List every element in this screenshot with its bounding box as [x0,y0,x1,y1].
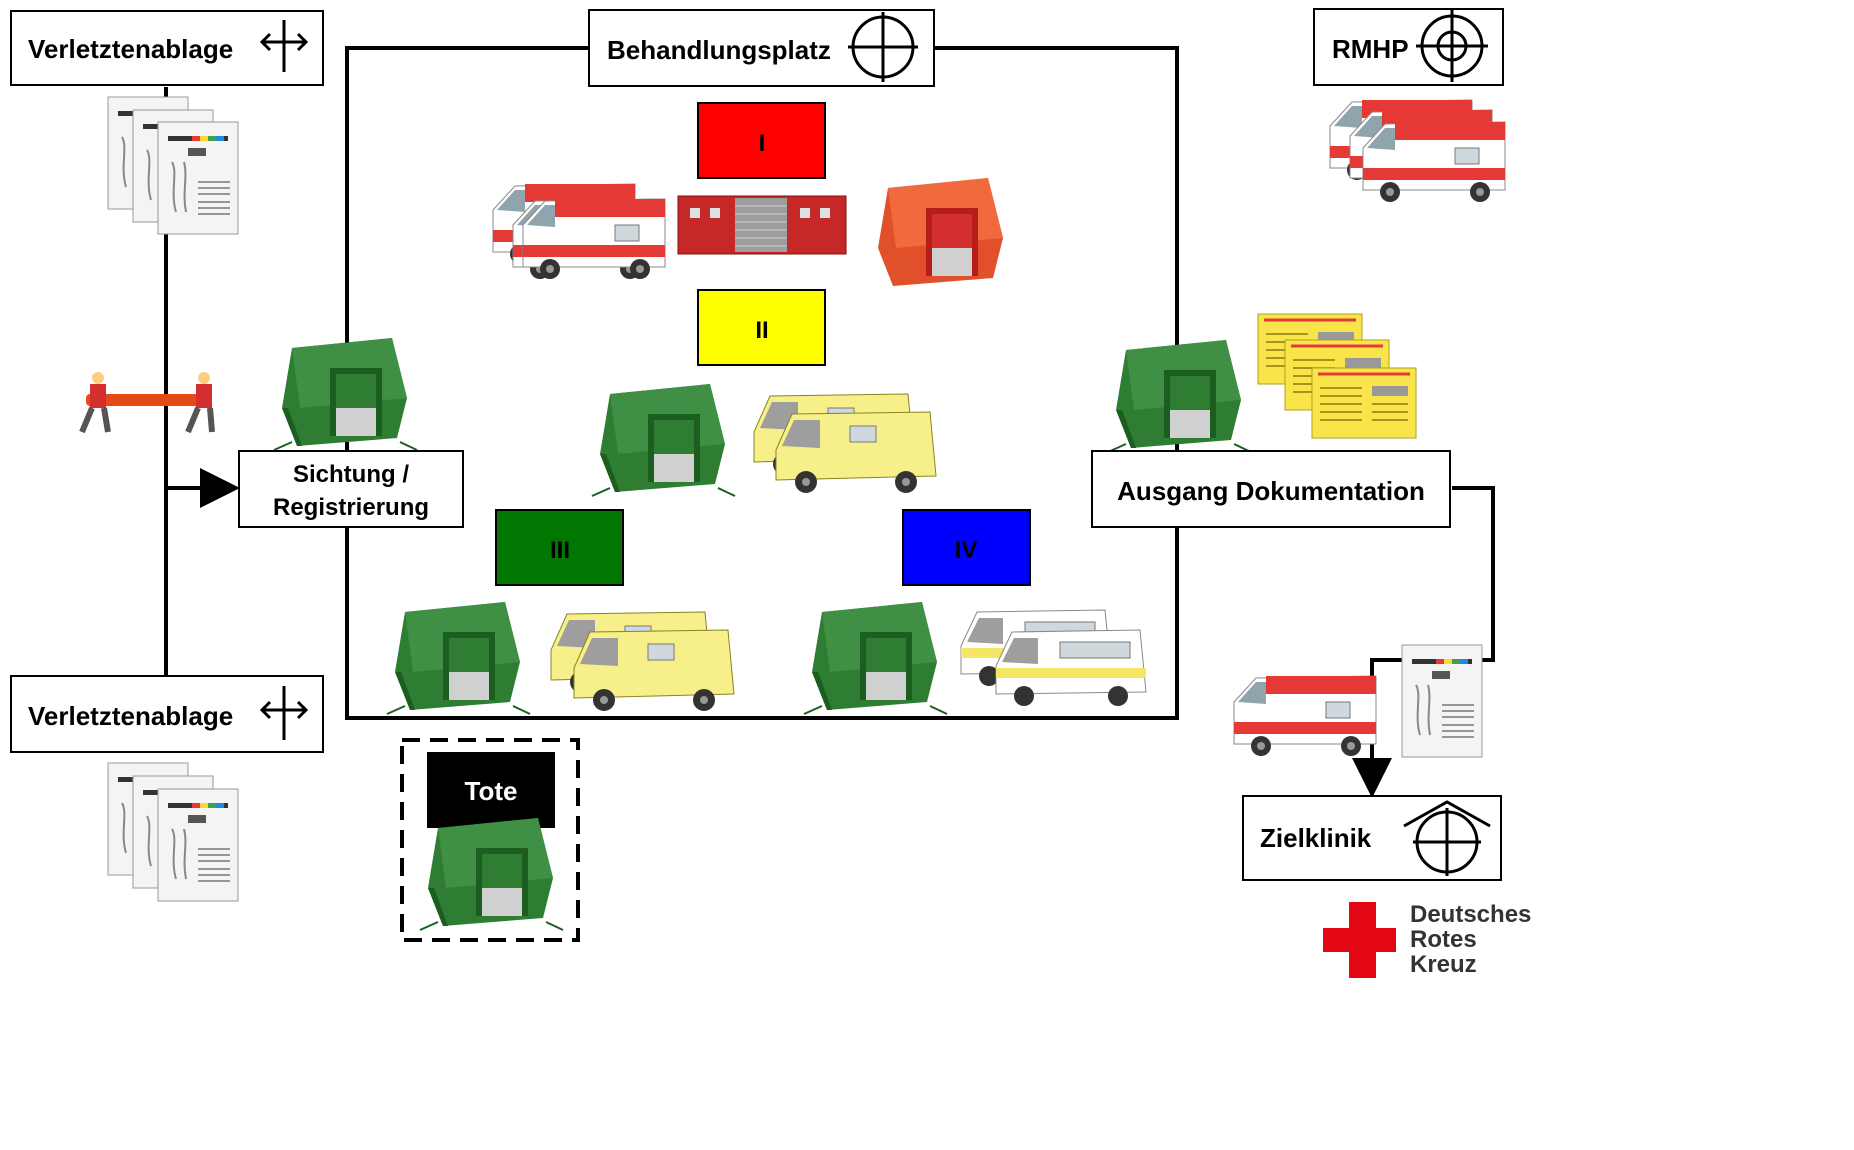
triage-i-fill [697,102,826,179]
verletztenablage-bottom-label: Verletztenablage [28,701,233,731]
crosshair-circle-icon [848,12,918,82]
yellow-documentation-card-icon [1256,312,1418,440]
zielklinik-label: Zielklinik [1260,823,1372,853]
drk-logo: Deutsches Rotes Kreuz [1323,901,1531,978]
triage-cards-top [107,96,239,235]
logo-line1: Deutsches [1410,901,1531,928]
triage-category-iv: IV [902,509,1031,586]
behandlungsplatz-label: Behandlungsplatz [607,35,831,65]
behandlungsplatz-border [345,46,1179,720]
verletztenablage-bottom-box[interactable]: Verletztenablage [10,675,324,753]
green-tent-icon [803,601,948,715]
green-tent-icon [419,817,564,931]
verletztenablage-top-label: Verletztenablage [28,34,233,64]
green-tent-icon [273,337,418,451]
sichtung-label-line2: Registrierung [273,494,429,521]
triage-category-i: I [697,102,826,179]
red-ambulance-icon [492,183,666,280]
yellow-van-icon [753,393,937,494]
red-ambulance-icon [1233,675,1377,757]
zielklinik-box[interactable]: Zielklinik [1242,795,1502,881]
ausgang-label: Ausgang Dokumentation [1117,476,1425,506]
stretcher-bearers-icon [79,372,215,434]
triage-card-icon [1401,644,1483,758]
tote-box[interactable]: Tote [427,752,555,828]
ausgang-box[interactable]: Ausgang Dokumentation [1091,450,1451,528]
green-tent-icon [386,601,531,715]
tote-area [400,738,580,942]
yellow-van-icon [550,611,735,712]
logo-line2: Rotes [1410,926,1477,953]
triage-ii-fill [697,289,826,366]
triage-ii-label: II [755,317,768,344]
green-tent-icon [591,383,736,497]
logo-line3: Kreuz [1410,951,1477,978]
red-ambulance-icon [1329,99,1506,203]
double-circle-crosshair-icon [1416,10,1488,82]
triage-category-iii: III [495,509,624,586]
rmhp-label: RMHP [1332,34,1409,64]
white-ambulance-icon [960,609,1147,707]
rmhp-box[interactable]: RMHP [1313,8,1504,86]
red-cross-icon [1323,902,1396,978]
triage-iv-fill [902,509,1031,586]
triage-category-ii: II [697,289,826,366]
triage-i-label: I [759,130,766,157]
hospital-crosshair-icon [1403,800,1491,876]
verletztenablage-top-box[interactable]: Verletztenablage [10,10,324,86]
tote-label: Tote [465,776,518,806]
casualty-collection-point-icon [259,686,309,740]
casualty-collection-point-icon [259,20,309,72]
behandlungsplatz-box[interactable]: Behandlungsplatz [588,9,935,87]
sichtung-label-line1: Sichtung / [293,461,409,488]
triage-iv-label: IV [955,537,978,564]
red-container-icon [677,195,847,255]
green-tent-icon [1107,339,1252,453]
red-tent-icon [878,178,1003,286]
sichtung-box[interactable]: Sichtung / Registrierung [238,450,464,528]
triage-cards-bottom [107,762,239,902]
triage-iii-fill [495,509,624,586]
triage-iii-label: III [550,537,570,564]
